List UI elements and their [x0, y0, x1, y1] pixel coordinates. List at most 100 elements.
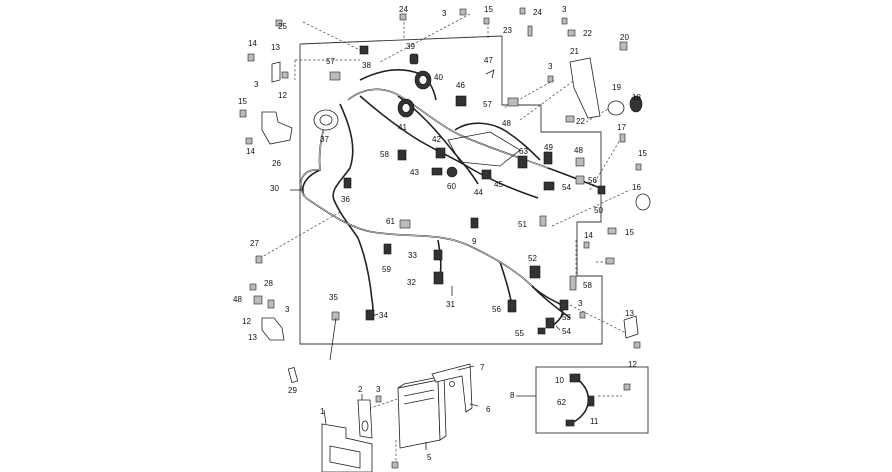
label-15: 15 — [238, 97, 247, 106]
clip-57a — [329, 71, 341, 81]
sensor-kit-frame — [535, 366, 649, 434]
bracket-13a — [271, 61, 281, 83]
sensor-60 — [446, 166, 458, 178]
label-3: 3 — [562, 5, 567, 14]
label-8: 8 — [510, 391, 515, 400]
label-40: 40 — [434, 73, 443, 82]
label-37: 37 — [320, 135, 329, 144]
label-26: 26 — [272, 159, 281, 168]
label-48: 48 — [502, 119, 511, 128]
label-54: 54 — [562, 327, 571, 336]
bracket-2 — [357, 399, 373, 439]
label-12: 12 — [278, 91, 287, 100]
bolt-7 — [457, 365, 475, 371]
label-22: 22 — [576, 117, 585, 126]
connector-9 — [470, 217, 479, 229]
label-15: 15 — [484, 5, 493, 14]
label-32: 32 — [407, 278, 416, 287]
connector-49 — [543, 151, 553, 165]
label-45: 45 — [494, 180, 503, 189]
mounting-plate-1 — [321, 423, 373, 472]
connector-51 — [539, 215, 547, 227]
label-28: 28 — [264, 279, 273, 288]
label-2: 2 — [358, 385, 363, 394]
label-17: 17 — [617, 123, 626, 132]
grommet-19 — [607, 100, 625, 116]
connector-38 — [359, 45, 369, 55]
label-35: 35 — [329, 293, 338, 302]
label-47: 47 — [484, 56, 493, 65]
label-59: 59 — [382, 265, 391, 274]
label-62: 62 — [557, 398, 566, 407]
label-33: 33 — [408, 251, 417, 260]
label-61: 61 — [386, 217, 395, 226]
label-39: 39 — [406, 42, 415, 51]
connector-32 — [433, 271, 444, 285]
grommet-16 — [635, 193, 651, 211]
bracket-6 — [431, 363, 473, 413]
label-12: 12 — [628, 360, 637, 369]
label-27: 27 — [250, 239, 259, 248]
clip-55 — [537, 327, 546, 335]
label-15: 15 — [625, 228, 634, 237]
label-3: 3 — [548, 62, 553, 71]
label-14: 14 — [584, 231, 593, 240]
connector-43 — [431, 167, 443, 176]
label-38: 38 — [362, 61, 371, 70]
connector-50 — [597, 185, 606, 195]
label-25: 25 — [278, 22, 287, 31]
label-3: 3 — [578, 299, 583, 308]
connector-58a — [397, 149, 407, 161]
label-29: 29 — [288, 386, 297, 395]
bracket-26 — [261, 111, 293, 145]
label-48: 48 — [233, 295, 242, 304]
label-57: 57 — [326, 57, 335, 66]
label-64: 54 — [562, 183, 571, 192]
label-7: 7 — [480, 363, 485, 372]
connector-48b — [575, 157, 585, 167]
label-57: 57 — [483, 100, 492, 109]
label-11: 11 — [590, 417, 599, 426]
connector-39 — [409, 53, 419, 65]
label-21: 21 — [570, 47, 579, 56]
connector-61 — [399, 219, 411, 229]
label-14: 14 — [246, 147, 255, 156]
label-58: 58 — [583, 281, 592, 290]
connector-56a — [507, 299, 517, 313]
label-58: 58 — [380, 150, 389, 159]
label-13: 13 — [248, 333, 257, 342]
label-63: 63 — [519, 147, 528, 156]
label-24: 24 — [533, 8, 542, 17]
label-3: 3 — [254, 80, 259, 89]
connector-45 — [481, 169, 492, 180]
label-20: 20 — [620, 33, 629, 42]
label-9: 9 — [472, 237, 477, 246]
label-24: 24 — [399, 5, 408, 14]
label-31: 31 — [446, 300, 455, 309]
connector-53 — [559, 299, 569, 311]
clip-36 — [343, 177, 352, 189]
callout-labels: 1 2 3 3 3 3 3 3 3 5 6 7 8 9 10 11 12 12 … — [233, 5, 647, 462]
connector-34 — [365, 309, 375, 321]
label-44: 44 — [474, 188, 483, 197]
connector-46 — [455, 95, 467, 107]
harness-plate — [447, 131, 521, 167]
clip-47 — [485, 69, 495, 79]
label-53: 53 — [562, 313, 571, 322]
fasteners — [239, 7, 642, 469]
label-22: 22 — [583, 29, 592, 38]
grommet-18 — [629, 95, 643, 113]
label-51: 51 — [518, 220, 527, 229]
label-49: 49 — [544, 143, 553, 152]
label-34: 34 — [379, 311, 388, 320]
label-46: 46 — [456, 81, 465, 90]
connector-64a — [543, 181, 555, 191]
bracket-13b — [261, 317, 285, 341]
label-12: 12 — [242, 317, 251, 326]
label-6: 6 — [486, 405, 491, 414]
connector-52 — [529, 265, 541, 279]
label-19: 19 — [612, 83, 621, 92]
connector-54b — [545, 317, 555, 329]
